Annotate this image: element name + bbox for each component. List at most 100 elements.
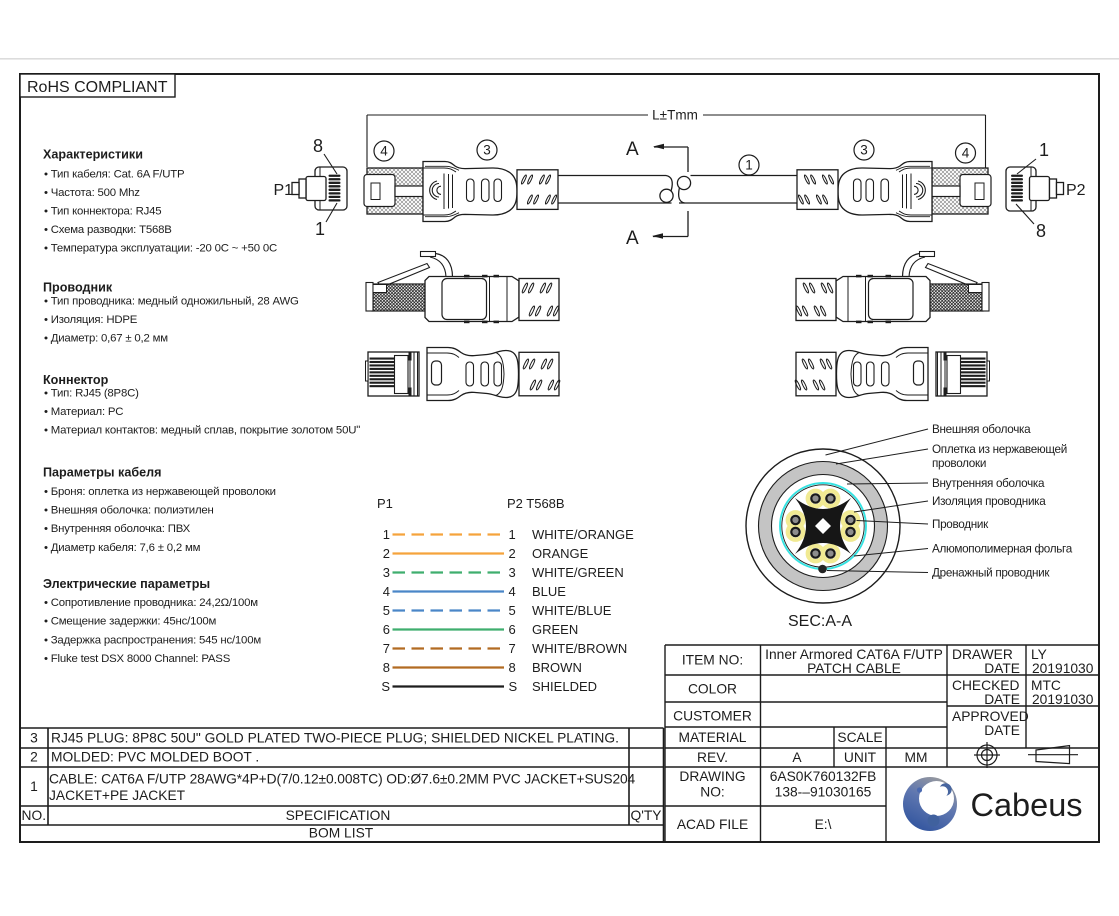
svg-text:CHECKED: CHECKED bbox=[952, 678, 1019, 693]
svg-text:MOLDED: PVC MOLDED BOOT .: MOLDED: PVC MOLDED BOOT . bbox=[51, 750, 259, 765]
svg-text:BROWN: BROWN bbox=[532, 660, 582, 675]
svg-text:P2: P2 bbox=[1066, 182, 1086, 199]
svg-text:CUSTOMER: CUSTOMER bbox=[673, 709, 752, 724]
svg-text:• Fluke test DSX 8000 Channel:: • Fluke test DSX 8000 Channel: PASS bbox=[44, 653, 231, 665]
svg-text:MATERIAL: MATERIAL bbox=[679, 730, 747, 745]
svg-text:Inner Armored CAT6A F/UTP: Inner Armored CAT6A F/UTP bbox=[765, 647, 943, 662]
svg-text:JACKET+PE JACKET: JACKET+PE JACKET bbox=[49, 788, 186, 803]
svg-text:1: 1 bbox=[383, 527, 390, 542]
svg-text:CABLE: CAT6A F/UTP 28AWG*4P+D(: CABLE: CAT6A F/UTP 28AWG*4P+D(7/0.12±0.0… bbox=[49, 772, 636, 787]
svg-text:Cabeus: Cabeus bbox=[971, 787, 1083, 823]
svg-text:• Смещение задержки: 45нс/100м: • Смещение задержки: 45нс/100м bbox=[44, 616, 216, 628]
svg-text:NO:: NO: bbox=[700, 785, 725, 800]
svg-text:Q'TY: Q'TY bbox=[631, 808, 662, 823]
svg-text:7: 7 bbox=[509, 641, 516, 656]
svg-text:BLUE: BLUE bbox=[532, 584, 566, 599]
svg-text:P1: P1 bbox=[274, 182, 294, 199]
svg-text:8: 8 bbox=[313, 136, 323, 156]
svg-text:LY: LY bbox=[1031, 647, 1047, 662]
svg-text:WHITE/BLUE: WHITE/BLUE bbox=[532, 603, 612, 618]
svg-text:8: 8 bbox=[509, 660, 516, 675]
svg-text:проволоки: проволоки bbox=[932, 457, 986, 470]
svg-text:20191030: 20191030 bbox=[1032, 661, 1094, 676]
svg-text:6: 6 bbox=[509, 622, 516, 637]
svg-text:Внешняя оболочка: Внешняя оболочка bbox=[932, 423, 1031, 436]
svg-text:WHITE/ORANGE: WHITE/ORANGE bbox=[532, 527, 634, 542]
svg-text:COLOR: COLOR bbox=[688, 682, 737, 697]
svg-text:BOM LIST: BOM LIST bbox=[309, 826, 374, 841]
svg-text:Проводник: Проводник bbox=[932, 518, 989, 531]
svg-text:GREEN: GREEN bbox=[532, 622, 578, 637]
svg-text:4: 4 bbox=[509, 584, 516, 599]
svg-text:SCALE: SCALE bbox=[837, 730, 882, 745]
svg-text:P2 T568B: P2 T568B bbox=[507, 496, 565, 511]
svg-text:DATE: DATE bbox=[984, 661, 1020, 676]
svg-text:DRAWING: DRAWING bbox=[679, 769, 745, 784]
svg-text:P1: P1 bbox=[377, 496, 393, 511]
svg-text:NO.: NO. bbox=[22, 808, 47, 823]
svg-text:Дренажный проводник: Дренажный проводник bbox=[932, 567, 1050, 580]
svg-text:WHITE/GREEN: WHITE/GREEN bbox=[532, 565, 624, 580]
svg-text:5: 5 bbox=[509, 603, 516, 618]
svg-text:4: 4 bbox=[962, 146, 970, 161]
svg-text:REV.: REV. bbox=[697, 750, 728, 765]
svg-text:138-–91030165: 138-–91030165 bbox=[775, 785, 872, 800]
svg-text:• Температура эксплуатации: -2: • Температура эксплуатации: -20 0C ~ +50… bbox=[44, 243, 277, 255]
svg-text:• Частота: 500 Mhz: • Частота: 500 Mhz bbox=[44, 187, 140, 199]
svg-text:6AS0K760132FB: 6AS0K760132FB bbox=[770, 769, 877, 784]
svg-text:Внутренняя оболочка: Внутренняя оболочка bbox=[932, 477, 1045, 490]
svg-text:20191030: 20191030 bbox=[1032, 692, 1094, 707]
svg-text:• Тип кабеля: Cat. 6A F/UTP: • Тип кабеля: Cat. 6A F/UTP bbox=[44, 169, 184, 181]
svg-text:Коннектор: Коннектор bbox=[43, 373, 109, 387]
svg-text:2: 2 bbox=[30, 750, 38, 765]
svg-text:E:\: E:\ bbox=[815, 817, 832, 832]
svg-text:Алюмополимерная фольга: Алюмополимерная фольга bbox=[932, 543, 1073, 556]
svg-text:• Внешняя оболочка: полиэтилен: • Внешняя оболочка: полиэтилен bbox=[44, 505, 214, 517]
svg-text:RoHS COMPLIANT: RoHS COMPLIANT bbox=[27, 79, 168, 96]
svg-text:• Изоляция: HDPE: • Изоляция: HDPE bbox=[44, 314, 138, 326]
svg-text:• Материал: PC: • Материал: PC bbox=[44, 406, 123, 418]
svg-text:1: 1 bbox=[315, 219, 325, 239]
svg-text:Параметры кабеля: Параметры кабеля bbox=[43, 466, 161, 480]
svg-text:Оплетка из нержавеющей: Оплетка из нержавеющей bbox=[932, 443, 1067, 456]
svg-text:DRAWER: DRAWER bbox=[952, 647, 1013, 662]
svg-text:1: 1 bbox=[1039, 140, 1049, 160]
svg-text:Проводник: Проводник bbox=[43, 281, 113, 295]
svg-text:1: 1 bbox=[745, 158, 753, 173]
svg-text:MTC: MTC bbox=[1031, 678, 1061, 693]
svg-text:• Материал контактов: медный с: • Материал контактов: медный сплав, покр… bbox=[44, 425, 360, 437]
svg-text:• Тип проводника: медный однож: • Тип проводника: медный одножильный, 28… bbox=[44, 296, 299, 308]
svg-text:2: 2 bbox=[383, 546, 390, 561]
svg-text:1: 1 bbox=[509, 527, 516, 542]
svg-text:• Диаметр кабеля: 7,6 ± 0,2 мм: • Диаметр кабеля: 7,6 ± 0,2 мм bbox=[44, 542, 201, 554]
svg-text:• Тип коннектора: RJ45: • Тип коннектора: RJ45 bbox=[44, 206, 161, 218]
svg-text:S: S bbox=[381, 679, 390, 694]
svg-text:Изоляция проводника: Изоляция проводника bbox=[932, 495, 1046, 508]
svg-text:UNIT: UNIT bbox=[844, 750, 877, 765]
svg-text:• Схема разводки: T568B: • Схема разводки: T568B bbox=[44, 224, 172, 236]
svg-text:DATE: DATE bbox=[984, 723, 1020, 738]
svg-text:• Тип: RJ45 (8P8C): • Тип: RJ45 (8P8C) bbox=[44, 388, 139, 400]
svg-text:A: A bbox=[626, 228, 639, 249]
svg-text:• Внутренняя оболочка: ПВХ: • Внутренняя оболочка: ПВХ bbox=[44, 523, 191, 535]
svg-text:• Диаметр: 0,67 ± 0,2 мм: • Диаметр: 0,67 ± 0,2 мм bbox=[44, 333, 168, 345]
svg-text:3: 3 bbox=[860, 143, 868, 158]
svg-text:A: A bbox=[626, 139, 639, 160]
svg-text:• Задержка распространения: 54: • Задержка распространения: 545 нс/100м bbox=[44, 634, 261, 646]
svg-text:MM: MM bbox=[905, 750, 928, 765]
svg-text:S: S bbox=[509, 679, 518, 694]
svg-text:4: 4 bbox=[383, 584, 390, 599]
svg-text:SEC:A-A: SEC:A-A bbox=[788, 613, 852, 630]
svg-text:• Броня: оплетка из нержавеюще: • Броня: оплетка из нержавеющей проволок… bbox=[44, 486, 276, 498]
svg-text:3: 3 bbox=[509, 565, 516, 580]
svg-text:PATCH CABLE: PATCH CABLE bbox=[807, 661, 901, 676]
svg-text:7: 7 bbox=[383, 641, 390, 656]
svg-text:Электрические параметры: Электрические параметры bbox=[43, 577, 210, 591]
svg-text:3: 3 bbox=[483, 143, 491, 158]
svg-text:APPROVED: APPROVED bbox=[952, 709, 1029, 724]
svg-text:SPECIFICATION: SPECIFICATION bbox=[286, 808, 391, 823]
svg-text:ACAD FILE: ACAD FILE bbox=[677, 817, 748, 832]
svg-text:WHITE/BROWN: WHITE/BROWN bbox=[532, 641, 627, 656]
svg-text:3: 3 bbox=[30, 731, 38, 746]
svg-text:8: 8 bbox=[1036, 221, 1046, 241]
